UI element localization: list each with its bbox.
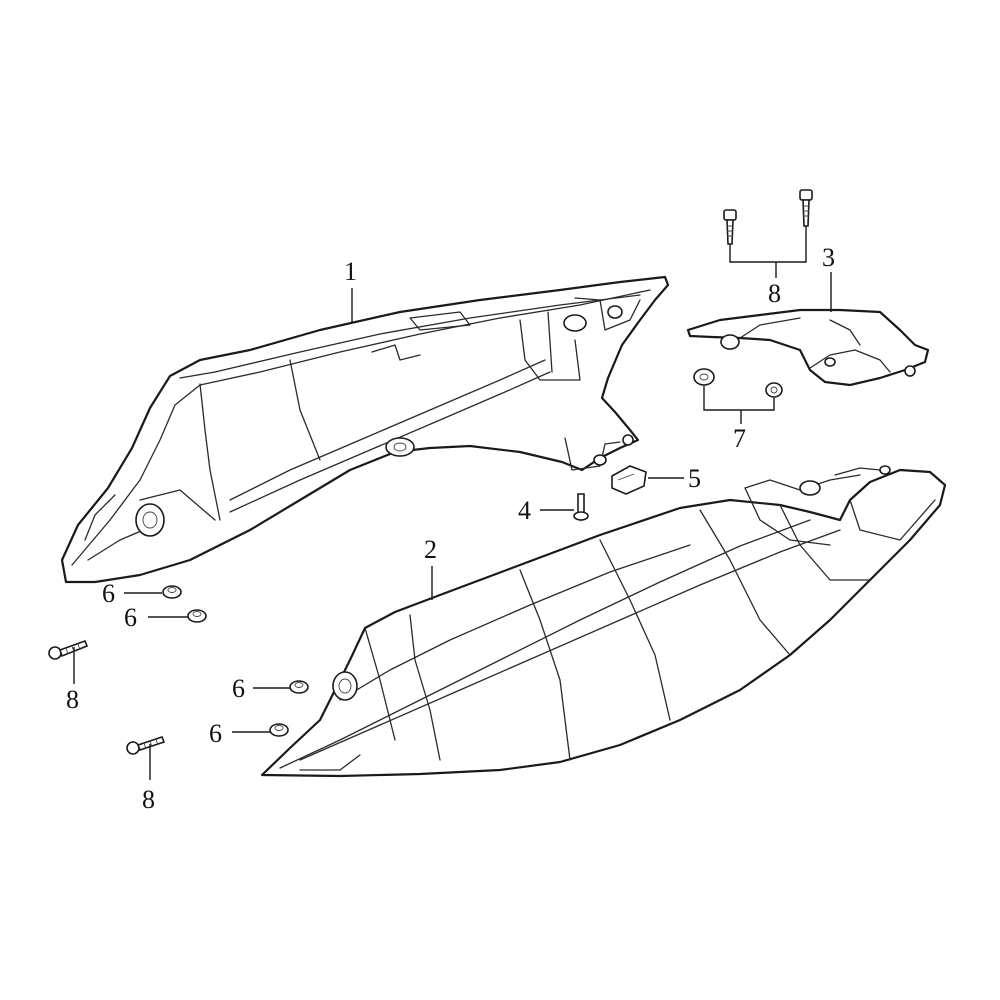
callout-8-left-upper: 8 [66, 685, 79, 714]
leader-lines [73, 226, 832, 780]
grommet-6-a [162, 585, 182, 599]
callout-6-c: 6 [232, 674, 245, 703]
bolt-8-top-left [723, 209, 737, 245]
callout-7: 7 [733, 424, 746, 453]
bolt-8-left-lower [126, 736, 166, 755]
callout-6-d: 6 [209, 719, 222, 748]
callout-5: 5 [688, 464, 701, 493]
part-3-rear-bracket [686, 308, 930, 387]
bolt-8-left-upper [48, 639, 89, 660]
grommet-6-d [269, 723, 289, 737]
grommet-6-c [289, 680, 309, 694]
nut-7-left [693, 368, 715, 386]
callout-6-a: 6 [102, 579, 115, 608]
part-2-right-side-cover [260, 465, 947, 778]
callout-8-left-lower: 8 [142, 785, 155, 814]
callout-labels: 1 2 3 4 5 6 6 6 6 7 8 8 8 [66, 243, 835, 814]
callout-4: 4 [518, 496, 531, 525]
callout-2: 2 [424, 535, 437, 564]
callout-8-top: 8 [768, 279, 781, 308]
grommet-6-b [187, 609, 207, 623]
callout-6-b: 6 [124, 603, 137, 632]
clip-5 [611, 465, 647, 495]
bolt-8-top-right [799, 189, 813, 227]
part-1-left-side-cover [60, 275, 670, 584]
screw-4 [573, 493, 589, 522]
callout-1: 1 [344, 257, 357, 286]
callout-3: 3 [822, 243, 835, 272]
nut-7-right [765, 382, 783, 398]
